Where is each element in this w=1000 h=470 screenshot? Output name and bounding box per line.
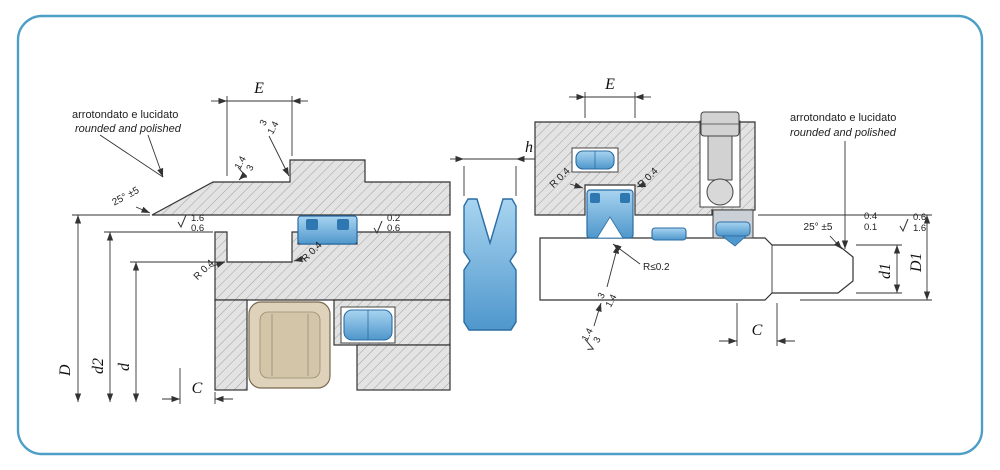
left-radius-1: R 0.4: [192, 258, 217, 283]
left-dim-C: C: [162, 368, 233, 404]
chamfer-bot: 0.1: [864, 222, 877, 233]
guide-ring-insert: [306, 219, 318, 230]
finish1-bot: 1.4: [604, 293, 620, 310]
wiper-seal: [712, 209, 754, 247]
rod-stub-section: [356, 344, 451, 391]
right-view: E R 0.4 R 0.4 arrotondato e lucidato rou…: [534, 76, 932, 350]
left-dim-d: d: [116, 261, 225, 402]
right-dim-C: C: [719, 303, 795, 346]
label-C-right: C: [752, 322, 763, 339]
left-note-english: rounded and polished: [75, 123, 182, 135]
seal-insert: [590, 193, 600, 203]
label-h: h: [525, 139, 533, 156]
left-roughness-b: 0.2 0.6: [373, 213, 400, 235]
rough-b-bot: 0.6: [387, 223, 400, 234]
label-E-right: E: [604, 76, 615, 93]
dim-h: h: [450, 139, 548, 196]
cylinder-bore-section: [151, 159, 451, 216]
label-D: D: [57, 364, 74, 377]
right-note-english: rounded and polished: [790, 127, 897, 139]
left-finish-1: 3 1.4: [258, 118, 282, 137]
right-dim-d1: d1: [856, 244, 902, 294]
right-roughness: 0.6 1.6: [899, 212, 926, 234]
label-d: d: [116, 362, 133, 371]
finish2-bot: 3: [244, 163, 256, 173]
label-d2: d2: [90, 358, 107, 374]
left-note-italian: arrotondato e lucidato: [72, 109, 178, 121]
guide-ring-insert: [337, 219, 349, 230]
finish1-top: 3: [258, 118, 270, 128]
chamfer-top: 0.4: [864, 211, 877, 222]
finish2-top: 1.4: [580, 326, 596, 343]
border-frame: [16, 14, 984, 456]
seal-lip-notch: [596, 216, 624, 239]
left-chamfer-angle-label: 25° ±5: [110, 185, 141, 209]
right-dim-D1: D1: [758, 214, 932, 301]
seal-cross-section: [463, 198, 517, 331]
right-finish-1: 3 1.4: [596, 291, 620, 310]
left-angle-leader: [135, 206, 151, 214]
finish1-bot: 1.4: [266, 120, 282, 137]
piston-nut: [248, 301, 331, 389]
finish1-top: 3: [596, 291, 608, 301]
left-note-leader: [99, 134, 164, 178]
plug-assembly: [699, 111, 741, 208]
face-oring: [571, 147, 619, 173]
left-roughness-a: 1.6 0.6: [177, 213, 204, 234]
right-angle-leader: [829, 235, 843, 250]
plug-ball: [706, 178, 734, 206]
finish2-bot: 3: [591, 335, 603, 345]
center-seal-profile: h: [450, 139, 548, 331]
right-chamfer-angle-label: 25° ±5: [804, 222, 833, 233]
label-D1: D1: [908, 252, 925, 273]
rough-a-bot: 0.6: [191, 223, 204, 234]
rod-seal: [586, 189, 634, 239]
rough-bot: 1.6: [913, 223, 926, 234]
rough-a-top: 1.6: [191, 213, 204, 224]
finish2-top: 1.4: [233, 154, 249, 171]
right-dim-E: E: [569, 76, 651, 118]
label-C-left: C: [192, 380, 203, 397]
left-dim-E: E: [211, 80, 308, 176]
label-E-left: E: [253, 80, 264, 97]
backup-ring: [651, 227, 687, 241]
piston-skirt: [214, 299, 248, 391]
right-note-italian: arrotondato e lucidato: [790, 112, 896, 124]
left-view: arrotondato e lucidato rounded and polis…: [57, 80, 451, 404]
left-dim-d2: d2: [90, 231, 213, 402]
left-finish-2: 1.4 3: [233, 154, 257, 178]
right-radius-max: R≤0.2: [643, 262, 670, 273]
label-d1: d1: [877, 263, 894, 279]
rough-top: 0.6: [913, 212, 926, 223]
rough-b-top: 0.2: [387, 213, 400, 224]
seal-insert: [620, 193, 630, 203]
plug-shaft: [707, 135, 733, 181]
left-dim-D: D: [57, 214, 150, 402]
right-chamfer-values: 0.4 0.1: [864, 211, 877, 233]
rod-section: [539, 237, 854, 301]
right-finish-2: 1.4 3: [580, 326, 604, 350]
